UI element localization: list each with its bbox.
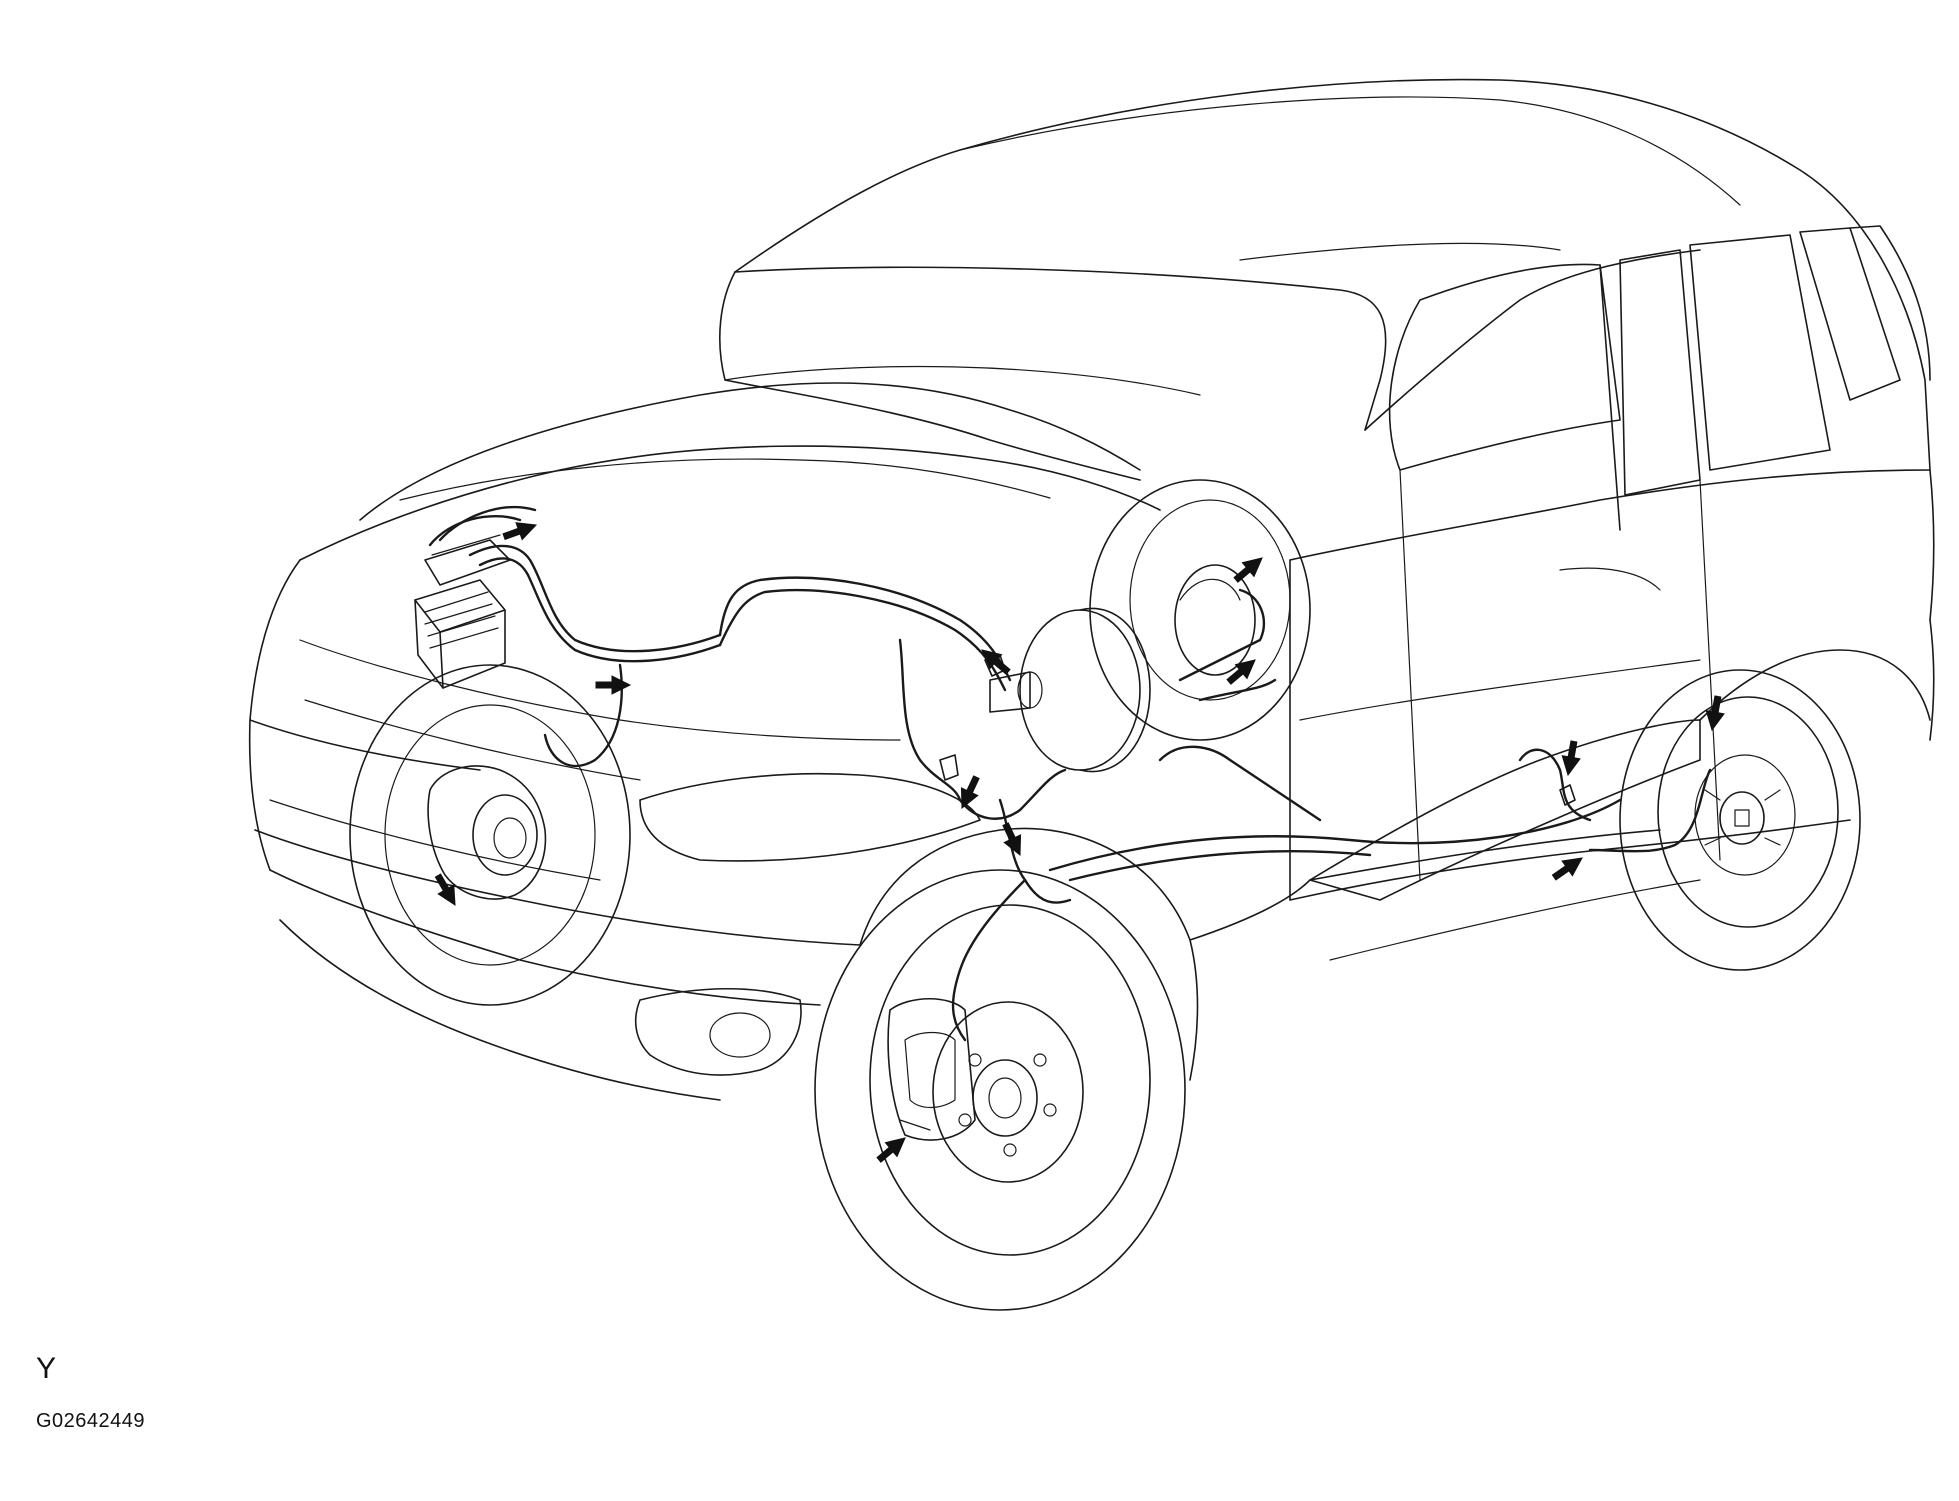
arrow-rear-floor-lower bbox=[1551, 857, 1583, 881]
arrow-front-right-caliper bbox=[876, 1137, 906, 1163]
arrow-abs-top bbox=[502, 522, 538, 541]
figure-code: G02642449 bbox=[36, 1410, 146, 1432]
arrow-booster-top bbox=[981, 649, 1011, 675]
front-right-wheel bbox=[814, 869, 1186, 1311]
arrow-front-left-wheel bbox=[434, 873, 456, 906]
arrow-front-right-hose bbox=[1002, 822, 1022, 857]
arrow-booster-bottom bbox=[960, 775, 980, 810]
arrow-rear-left-wheel bbox=[1233, 557, 1263, 583]
arrow-rear-left-hose bbox=[1226, 659, 1256, 685]
arrow-rear-floor-upper bbox=[1561, 740, 1581, 777]
arrow-rear-right-wheel bbox=[1705, 695, 1725, 732]
vehicle-body-outline bbox=[248, 78, 1935, 1101]
rear-left-wheel bbox=[1089, 479, 1311, 741]
rear-right-wheel bbox=[1619, 669, 1861, 971]
front-right-caliper bbox=[887, 997, 976, 1141]
front-left-wheel bbox=[349, 664, 631, 1006]
arrow-abs-bracket bbox=[595, 675, 632, 695]
brake-booster bbox=[989, 607, 1151, 773]
callout-arrows bbox=[434, 522, 1725, 1163]
brake-lines bbox=[428, 505, 1712, 1042]
view-label: Y bbox=[36, 1352, 57, 1385]
